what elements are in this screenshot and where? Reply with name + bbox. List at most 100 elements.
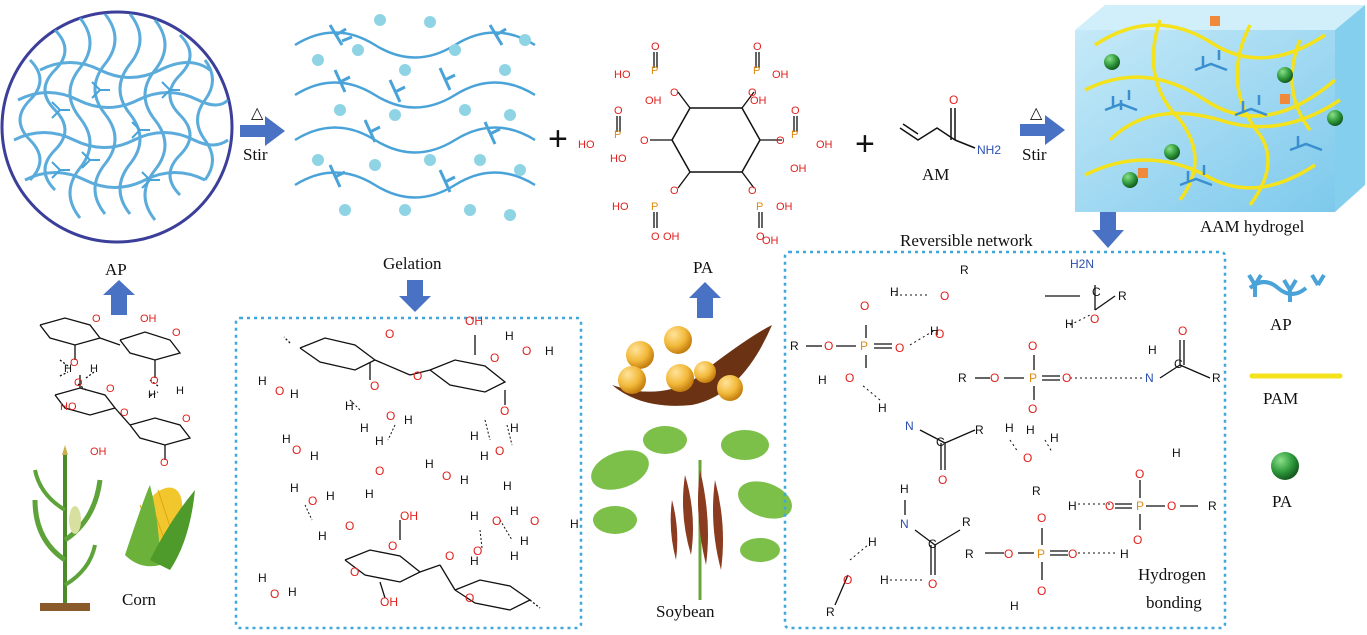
plus-sign-1: + <box>548 120 568 158</box>
svg-text:O: O <box>150 375 159 387</box>
svg-text:H: H <box>570 517 579 531</box>
ap-label: AP <box>105 260 127 279</box>
svg-text:R: R <box>1208 499 1217 513</box>
svg-text:H: H <box>258 571 267 585</box>
gelation-label: Gelation <box>383 254 442 273</box>
arrow-up-ap <box>103 280 135 315</box>
svg-text:O: O <box>753 41 762 53</box>
svg-text:H: H <box>510 504 519 518</box>
gelation-box <box>234 316 583 630</box>
svg-text:H: H <box>1120 547 1129 561</box>
svg-text:C: C <box>1092 285 1101 299</box>
svg-text:H: H <box>148 389 156 401</box>
svg-text:R: R <box>1118 289 1127 303</box>
svg-text:O: O <box>756 231 765 243</box>
svg-text:H: H <box>470 429 479 443</box>
svg-text:O: O <box>824 339 833 353</box>
svg-text:H: H <box>520 534 529 548</box>
svg-text:O: O <box>375 464 384 478</box>
svg-text:P: P <box>651 201 658 213</box>
phytic-acid-structure: O O O O O O O O O O O O HO OH OH OH HO O… <box>578 41 833 247</box>
svg-text:O: O <box>492 514 501 528</box>
svg-text:O: O <box>345 519 354 533</box>
svg-text:H: H <box>1005 421 1014 435</box>
svg-text:H: H <box>890 285 899 299</box>
svg-text:H: H <box>1050 431 1059 445</box>
svg-text:OH: OH <box>465 314 483 328</box>
svg-text:H: H <box>64 363 72 375</box>
svg-text:O: O <box>1135 467 1144 481</box>
svg-text:P: P <box>791 129 798 141</box>
soybean-label: Soybean <box>656 602 715 621</box>
svg-text:OH: OH <box>400 509 418 523</box>
svg-text:H: H <box>818 373 827 387</box>
svg-text:O: O <box>1090 312 1099 326</box>
ap-circle <box>0 10 234 244</box>
svg-text:O: O <box>949 93 958 107</box>
svg-text:H: H <box>360 421 369 435</box>
svg-text:H: H <box>1010 599 1019 613</box>
svg-text:H2N: H2N <box>1070 257 1094 271</box>
svg-text:O: O <box>1004 547 1013 561</box>
legend-pa-label: PA <box>1272 492 1293 511</box>
svg-text:H: H <box>288 585 297 599</box>
svg-text:H: H <box>404 413 413 427</box>
svg-text:O: O <box>350 565 359 579</box>
svg-text:O: O <box>500 404 509 418</box>
delta-label-2: △ <box>1030 105 1043 122</box>
svg-text:O: O <box>1037 584 1046 598</box>
svg-text:O: O <box>442 469 451 483</box>
svg-text:H: H <box>470 554 479 568</box>
svg-text:P: P <box>1037 547 1045 561</box>
svg-text:O: O <box>614 105 623 117</box>
svg-text:O: O <box>1167 499 1176 513</box>
svg-text:H: H <box>176 385 184 397</box>
corn-label: Corn <box>122 590 157 609</box>
svg-text:O: O <box>1037 511 1046 525</box>
svg-text:P: P <box>860 339 868 353</box>
svg-text:H: H <box>460 473 469 487</box>
svg-text:H: H <box>365 487 374 501</box>
svg-text:O: O <box>748 87 757 99</box>
svg-text:O: O <box>651 41 660 53</box>
svg-text:H: H <box>1068 499 1077 513</box>
svg-text:R: R <box>962 515 971 529</box>
svg-text:OH: OH <box>90 446 107 458</box>
soybean-illustration <box>591 325 792 600</box>
svg-text:OH: OH <box>645 95 662 107</box>
hydrogen-label: Hydrogen <box>1138 565 1206 584</box>
svg-text:O: O <box>270 587 279 601</box>
svg-text:OH: OH <box>380 595 398 609</box>
svg-text:O: O <box>928 577 937 591</box>
svg-text:P: P <box>756 201 763 213</box>
svg-text:H: H <box>505 329 514 343</box>
legend-ap-label: AP <box>1270 315 1292 334</box>
svg-text:R: R <box>960 263 969 277</box>
svg-text:O: O <box>74 377 83 389</box>
pa-label: PA <box>693 258 714 277</box>
svg-text:C: C <box>936 435 945 449</box>
flow-arrows <box>103 212 1124 318</box>
svg-text:O: O <box>530 514 539 528</box>
svg-text:HO: HO <box>60 401 77 413</box>
svg-text:O: O <box>413 369 422 383</box>
svg-text:P: P <box>614 129 621 141</box>
arrow-up-pa <box>689 282 721 318</box>
svg-text:O: O <box>160 457 169 469</box>
svg-text:R: R <box>1032 484 1041 498</box>
svg-text:O: O <box>990 371 999 385</box>
svg-text:O: O <box>845 371 854 385</box>
svg-text:H: H <box>1026 423 1035 437</box>
svg-text:R: R <box>826 605 835 619</box>
svg-text:H: H <box>1148 343 1157 357</box>
ap-chain-icon <box>1247 273 1326 302</box>
svg-text:O: O <box>473 544 482 558</box>
svg-text:H: H <box>258 374 267 388</box>
corn-illustration <box>32 445 195 611</box>
svg-text:R: R <box>975 423 984 437</box>
svg-text:O: O <box>1028 402 1037 416</box>
svg-text:R: R <box>1212 371 1221 385</box>
svg-text:H: H <box>290 481 299 495</box>
hydrogel-cube <box>1075 5 1365 212</box>
